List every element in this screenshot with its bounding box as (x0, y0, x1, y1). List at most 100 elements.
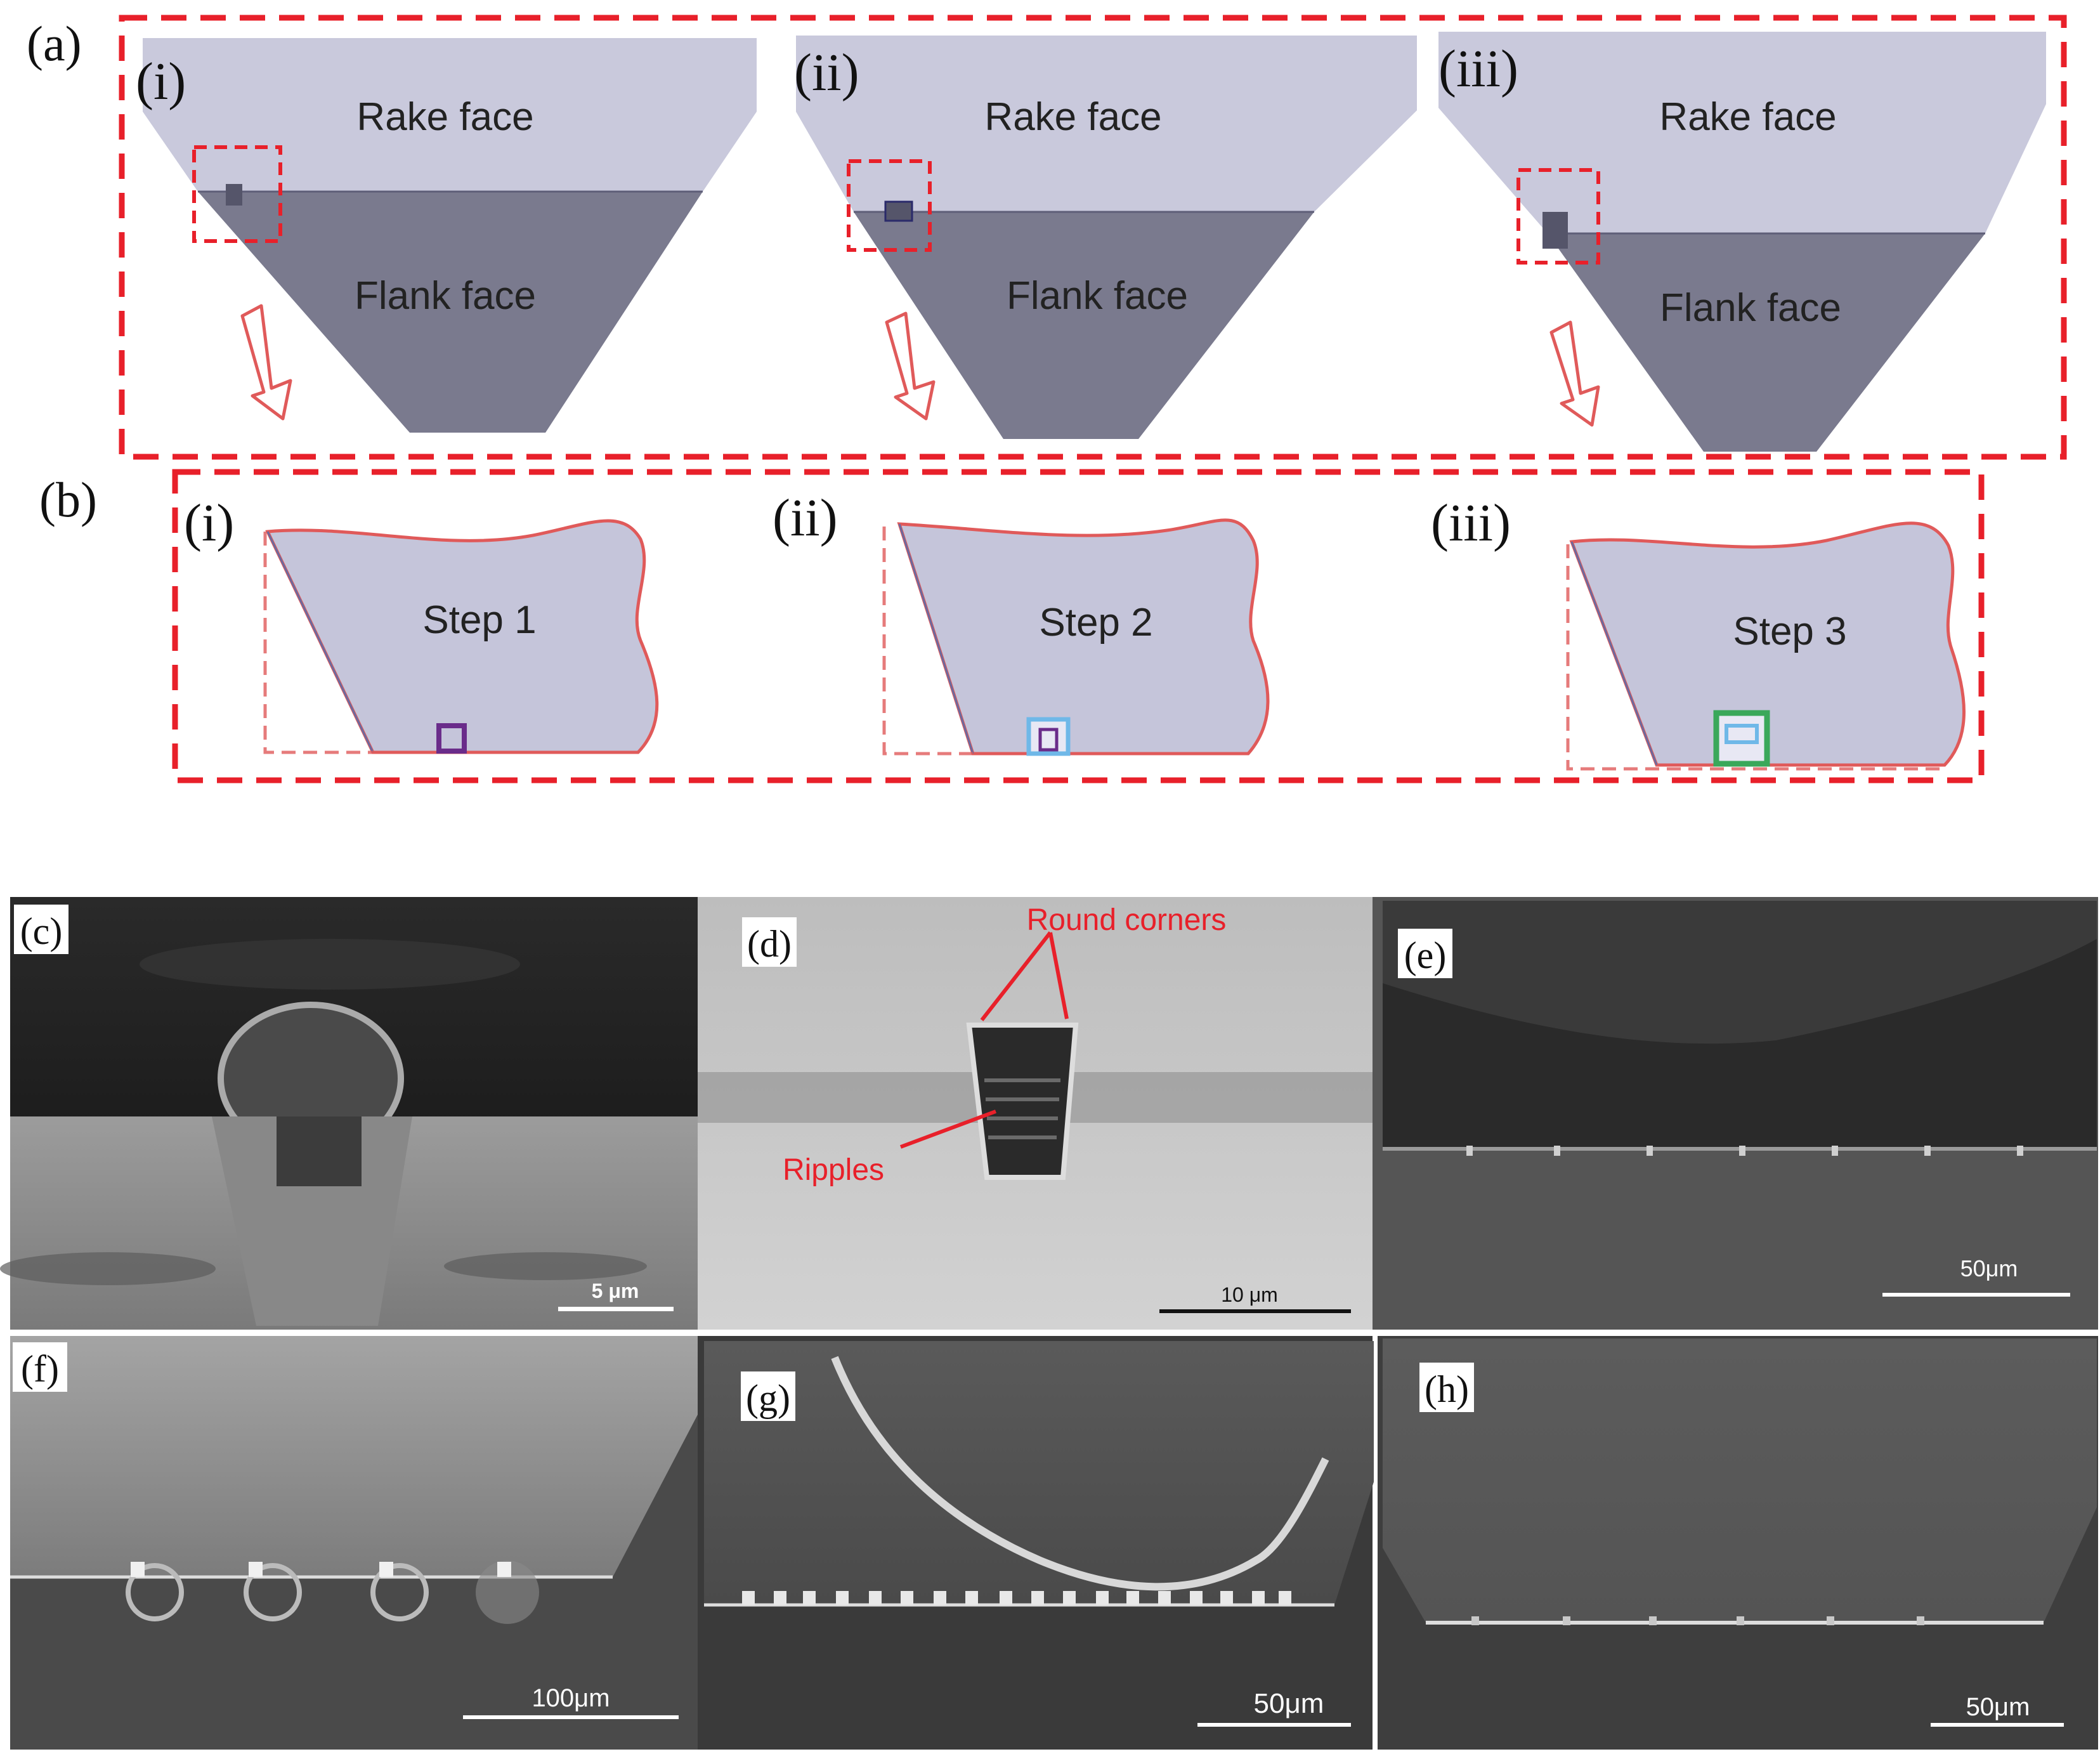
trench-notch (774, 1591, 786, 1605)
tool-diagram-a-i: (i) Rake face Flank face (136, 38, 757, 433)
subpanel-label: (i) (136, 52, 186, 111)
scale-bar (558, 1307, 674, 1311)
panel-label: (d) (747, 923, 792, 965)
scale-label: 50μm (1966, 1693, 2030, 1721)
trench-notches-e (1466, 1146, 2023, 1156)
trench-halo (244, 1563, 302, 1621)
specimen-block (10, 1336, 698, 1577)
panel-label: (f) (21, 1348, 59, 1390)
trench-notches-h (1471, 1616, 1924, 1625)
ripples-annotation: Ripples (783, 1153, 884, 1187)
trench-inner-marker (1725, 724, 1759, 744)
flank-face-region (198, 192, 703, 433)
trench-notch (1000, 1591, 1012, 1605)
label-box (742, 917, 797, 967)
tool-diagram-a-iii: (iii) Rake face Flank face (1438, 32, 2046, 452)
step-region (1569, 521, 1966, 767)
trench-notch (1827, 1616, 1834, 1625)
panel-a-dashed-frame (119, 15, 2067, 460)
trench-notch (1739, 1146, 1745, 1156)
trench-notch (1471, 1616, 1479, 1625)
rake-face-region (1438, 32, 2046, 233)
annotation-arrow (1048, 932, 1069, 1019)
step-label: Step 2 (1039, 601, 1152, 645)
scale-label: 50μm (1960, 1255, 2018, 1281)
scale-label: 5 μm (592, 1280, 639, 1302)
flank-face-label: Flank face (355, 274, 536, 318)
trench-notch (1924, 1146, 1931, 1156)
trench-notches-f (131, 1562, 511, 1577)
ripple-stripe (988, 1136, 1057, 1139)
surface-texture (140, 939, 520, 990)
round-corners-annotation: Round corners (1027, 903, 1227, 937)
step-label: Step 1 (422, 598, 536, 642)
trench-notch (1563, 1616, 1570, 1625)
panel-b-label: (b) (39, 472, 97, 527)
milled-boundary (831, 1356, 1329, 1591)
subpanel-label: (ii) (794, 43, 859, 102)
panel-a: (a) (i) Rake face Flank face (ii) Rake f… (27, 15, 2067, 460)
trench-halo (126, 1563, 184, 1621)
hollow-arrow-icon (885, 311, 936, 421)
scale-label: 10 μm (1221, 1283, 1278, 1306)
trench-notch (1737, 1616, 1744, 1625)
trench-notch (1220, 1591, 1233, 1605)
surface-texture (0, 1252, 216, 1285)
step-diagram-b-i: (i) Step 1 (184, 494, 659, 754)
trench-marker (1713, 710, 1770, 767)
trench-marker (436, 723, 467, 754)
trench-notch (1126, 1591, 1139, 1605)
trench-floor (277, 1116, 362, 1186)
milled-trench (212, 1116, 412, 1326)
scale-bar (1197, 1723, 1351, 1727)
trench-notch (1917, 1616, 1924, 1625)
flank-face-region (1548, 233, 1985, 452)
step-region (265, 519, 659, 754)
step-label: Step 3 (1733, 610, 1846, 653)
specimen-block (704, 1341, 1374, 1605)
trench-notch (1279, 1591, 1291, 1605)
trench-notch (1649, 1616, 1657, 1625)
annotation-arrow (899, 1109, 997, 1149)
trench-notch (803, 1591, 816, 1605)
trench-notches-g (742, 1591, 1291, 1605)
trench-notch (934, 1591, 946, 1605)
ripple-stripe (984, 1078, 1060, 1082)
subpanel-label: (ii) (773, 488, 838, 547)
trench-notch (379, 1562, 393, 1577)
panel-b-dashed-frame (172, 469, 1985, 783)
step-region (897, 518, 1270, 756)
zoom-box (1516, 168, 1600, 265)
trench-notch (1063, 1591, 1076, 1605)
subpanel-label: (iii) (1438, 39, 1518, 98)
scale-label: 100μm (532, 1684, 610, 1712)
trench-notch (742, 1591, 755, 1605)
hollow-arrow-icon (240, 304, 292, 421)
panel-label: (h) (1425, 1368, 1469, 1410)
trench-inner-marker (1038, 728, 1059, 752)
scale-bar (1931, 1723, 2064, 1727)
trench-notch (2017, 1146, 2023, 1156)
trench-notch (1832, 1146, 1838, 1156)
edge-line (898, 523, 974, 754)
edge-line (266, 531, 374, 753)
trench-notch (1158, 1591, 1171, 1605)
window-outline (1566, 544, 1947, 771)
micrograph-h: 50μm (h) (1378, 1336, 2098, 1750)
flank-face-label: Flank face (1660, 286, 1841, 330)
scale-label: 50μm (1254, 1688, 1324, 1719)
trench-notch (901, 1591, 913, 1605)
panel-label: (g) (746, 1377, 790, 1419)
fib-site-marker (226, 184, 242, 206)
subpanel-label: (iii) (1431, 494, 1511, 553)
scale-bar (463, 1715, 679, 1719)
trench-notch (869, 1591, 882, 1605)
rake-face-label: Rake face (984, 95, 1161, 139)
rake-face-label: Rake face (356, 95, 533, 139)
micrograph-g: 50μm (g) (698, 1336, 1374, 1750)
trench-notch (1096, 1591, 1109, 1605)
trench-notch (1190, 1591, 1203, 1605)
trench-marker (1026, 717, 1071, 756)
flank-face-region (854, 212, 1314, 439)
